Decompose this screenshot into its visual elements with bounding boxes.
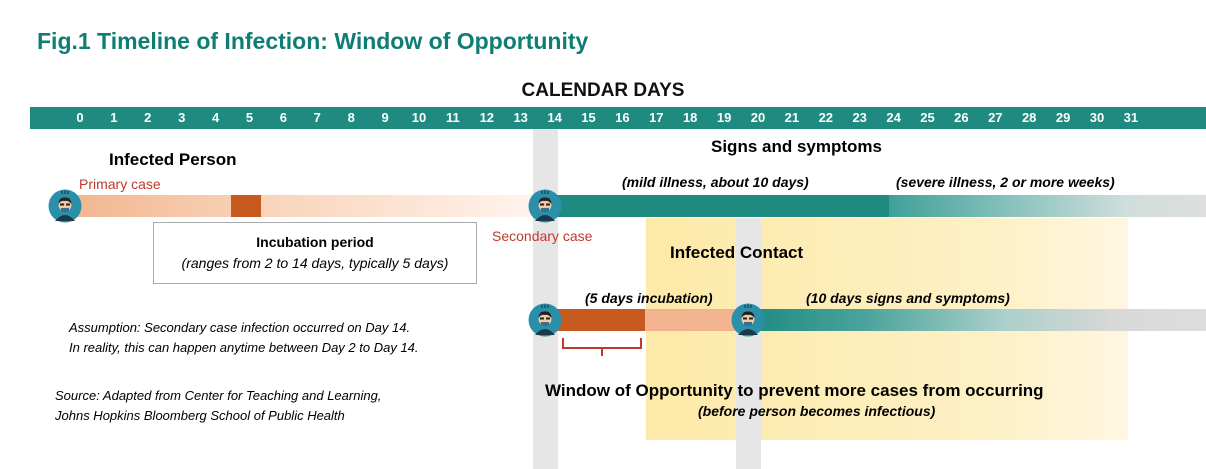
day-label-17: 17 <box>649 110 664 125</box>
primary-incubation-bar <box>64 195 533 217</box>
day-label-29: 29 <box>1055 110 1071 125</box>
day-label-30: 30 <box>1089 110 1105 125</box>
day-label-0: 0 <box>76 110 84 125</box>
day-label-20: 20 <box>750 110 766 125</box>
day-label-7: 7 <box>313 110 321 125</box>
assumption-line-1: Assumption: Secondary case infection occ… <box>69 320 411 335</box>
infected-contact-heading: Infected Contact <box>670 243 804 262</box>
day-label-12: 12 <box>479 110 495 125</box>
contact-incubation-bar <box>545 309 645 331</box>
day-label-2: 2 <box>144 110 152 125</box>
incubation-brace <box>562 338 642 356</box>
contact-incubation-label: (5 days incubation) <box>585 290 713 306</box>
day-label-8: 8 <box>347 110 355 125</box>
day-label-16: 16 <box>615 110 630 125</box>
day-label-13: 13 <box>513 110 528 125</box>
contact-symptoms-bar <box>749 309 1206 331</box>
contact-pre-symptom-bar <box>645 309 749 331</box>
day-label-26: 26 <box>954 110 969 125</box>
contact-symptomatic-person-icon <box>731 303 765 337</box>
day-label-5: 5 <box>245 110 254 125</box>
day-label-1: 1 <box>110 110 118 125</box>
day-label-31: 31 <box>1123 110 1139 125</box>
infected-person-heading: Infected Person <box>109 150 237 169</box>
day-label-3: 3 <box>178 110 186 125</box>
day-label-18: 18 <box>682 110 698 125</box>
day-label-9: 9 <box>381 110 389 125</box>
window-subheading: (before person becomes infectious) <box>698 403 936 419</box>
incubation-period-box: Incubation period (ranges from 2 to 14 d… <box>153 222 477 284</box>
calendar-days-heading: CALENDAR DAYS <box>521 80 685 101</box>
window-heading: Window of Opportunity to prevent more ca… <box>545 381 1044 400</box>
day-label-22: 22 <box>818 110 834 125</box>
source-line-2: Johns Hopkins Bloomberg School of Public… <box>55 408 345 423</box>
day-label-28: 28 <box>1021 110 1037 125</box>
severe-illness-bar <box>889 195 1206 217</box>
day-label-4: 4 <box>211 110 220 125</box>
day-label-23: 23 <box>852 110 867 125</box>
typical-incubation-marker <box>231 195 261 217</box>
day-label-21: 21 <box>784 110 800 125</box>
day-20-marker-column <box>736 218 761 469</box>
secondary-case-label: Secondary case <box>492 228 593 244</box>
incubation-detail: (ranges from 2 to 14 days, typically 5 d… <box>181 255 449 271</box>
day-label-27: 27 <box>988 110 1003 125</box>
primary-case-label: Primary case <box>79 176 161 192</box>
contact-symptoms-label: (10 days signs and symptoms) <box>806 290 1010 306</box>
day-label-19: 19 <box>716 110 732 125</box>
day-14-marker-column <box>533 129 558 469</box>
day-label-6: 6 <box>279 110 287 125</box>
assumption-line-2: In reality, this can happen anytime betw… <box>69 340 419 355</box>
primary-case-person-icon <box>48 189 82 223</box>
severe-illness-label: (severe illness, 2 or more weeks) <box>896 174 1115 190</box>
mild-illness-bar <box>545 195 889 217</box>
incubation-heading: Incubation period <box>256 234 374 250</box>
day-label-25: 25 <box>920 110 935 125</box>
day-label-15: 15 <box>581 110 596 125</box>
figure-title: Fig.1 Timeline of Infection: Window of O… <box>37 28 589 54</box>
day-label-14: 14 <box>547 110 562 125</box>
mild-illness-label: (mild illness, about 10 days) <box>622 174 809 190</box>
source-line-1: Source: Adapted from Center for Teaching… <box>55 388 382 403</box>
day-label-11: 11 <box>446 110 460 125</box>
contact-infected-person-icon <box>528 303 562 337</box>
day-label-24: 24 <box>886 110 901 125</box>
signs-symptoms-heading: Signs and symptoms <box>711 137 882 156</box>
day-label-10: 10 <box>411 110 427 125</box>
secondary-case-person-icon <box>528 189 562 223</box>
calendar-day-bar <box>30 107 1206 129</box>
